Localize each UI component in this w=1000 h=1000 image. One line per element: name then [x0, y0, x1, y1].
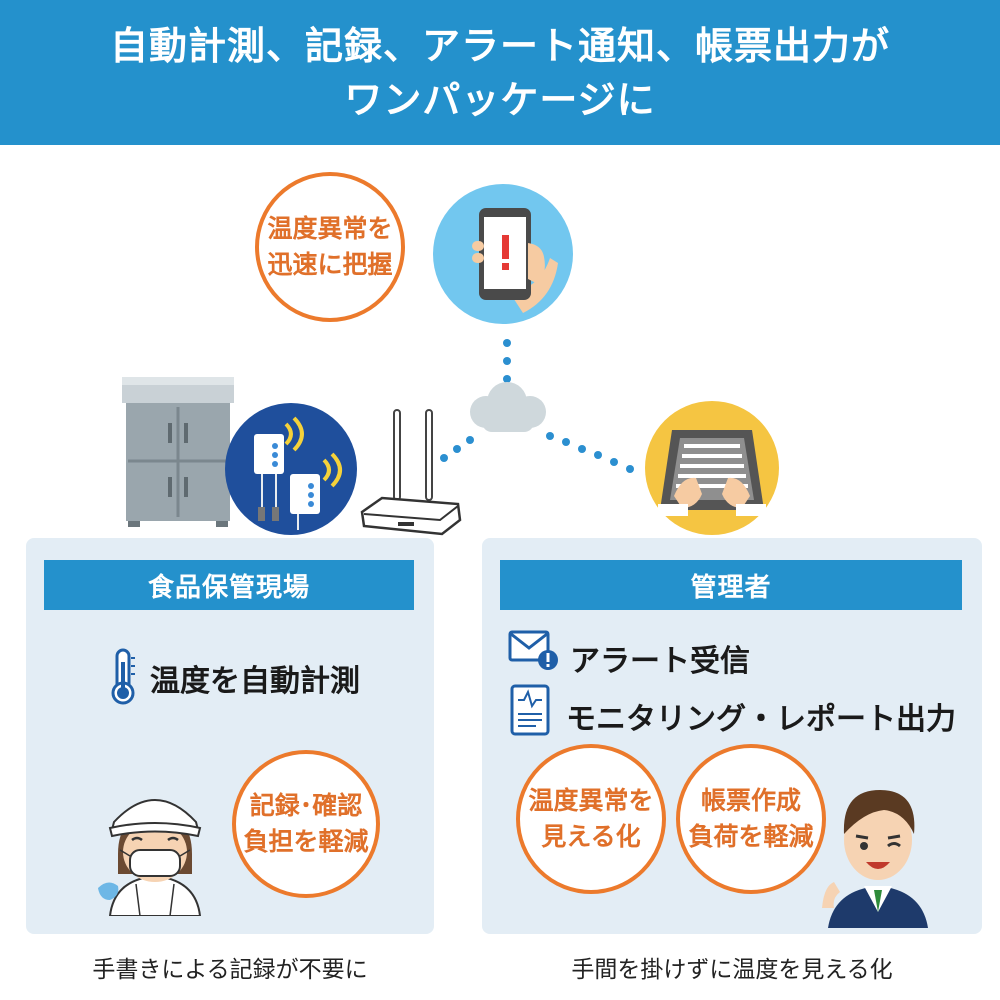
bubble-text-line2: 負荷を軽減 — [688, 822, 814, 851]
bubble-text-line1: 記録･確認 — [249, 791, 363, 820]
right-item-monitoring: モニタリング・レポート出力 — [566, 702, 956, 737]
cloud-icon — [462, 378, 552, 436]
left-item-auto-measure: 温度を自動計測 — [150, 664, 360, 699]
right-item-alert-receive: アラート受信 — [570, 644, 750, 679]
left-caption: 手書きによる記録が不要に — [92, 957, 368, 983]
smartphone-alert-icon — [432, 183, 574, 325]
sensor-icon — [224, 402, 358, 536]
bubble-text-line1: 温度異常を — [528, 786, 654, 815]
bubble-text-line2: 見える化 — [541, 822, 641, 851]
bubble-visualize-anomaly: 温度異常を 見える化 — [516, 744, 666, 894]
laptop-icon — [644, 400, 780, 536]
bubble-report-burden: 帳票作成 負荷を軽減 — [676, 744, 826, 894]
left-panel-title: 食品保管現場 — [44, 560, 414, 610]
header-title-line2: ワンパッケージに — [344, 77, 656, 122]
mail-alert-icon — [508, 628, 560, 672]
bubble-record-burden: 記録･確認 負担を軽減 — [232, 750, 380, 898]
bubble-text-line1: 帳票作成 — [700, 786, 801, 815]
bubble-text-line1: 温度異常を — [267, 214, 393, 243]
header-banner: 自動計測、記録、アラート通知、帳票出力が ワンパッケージに — [0, 0, 1000, 145]
header-title-line1: 自動計測、記録、アラート通知、帳票出力が — [109, 23, 890, 68]
worker-icon — [96, 784, 214, 917]
refrigerator-icon — [118, 375, 238, 527]
router-icon — [358, 408, 464, 540]
bubble-quick-detection: 温度異常を 迅速に把握 — [255, 172, 405, 322]
right-panel-title: 管理者 — [500, 560, 962, 610]
right-caption: 手間を掛けずに温度を見える化 — [571, 957, 893, 983]
report-icon — [510, 684, 550, 736]
manager-icon — [818, 778, 936, 928]
bubble-text-line2: 迅速に把握 — [267, 250, 393, 279]
bubble-text-line2: 負担を軽減 — [243, 827, 369, 856]
thermometer-icon — [108, 648, 138, 706]
